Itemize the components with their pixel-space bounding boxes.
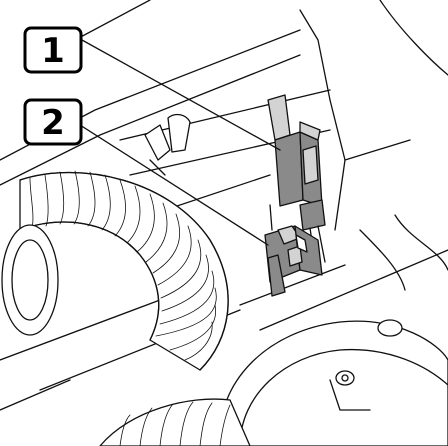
callout-1-label: 1 <box>41 31 65 71</box>
leader-lines <box>79 39 281 246</box>
clip-icon <box>144 113 191 176</box>
callout-2-label: 2 <box>41 103 65 143</box>
fan-housing-icon <box>99 319 448 446</box>
callout-1: 1 <box>23 26 83 74</box>
callout-2: 2 <box>23 98 83 146</box>
corrugated-hose-icon <box>1 170 229 371</box>
connector-1-icon <box>267 94 326 263</box>
connector-2-icon <box>264 225 323 297</box>
